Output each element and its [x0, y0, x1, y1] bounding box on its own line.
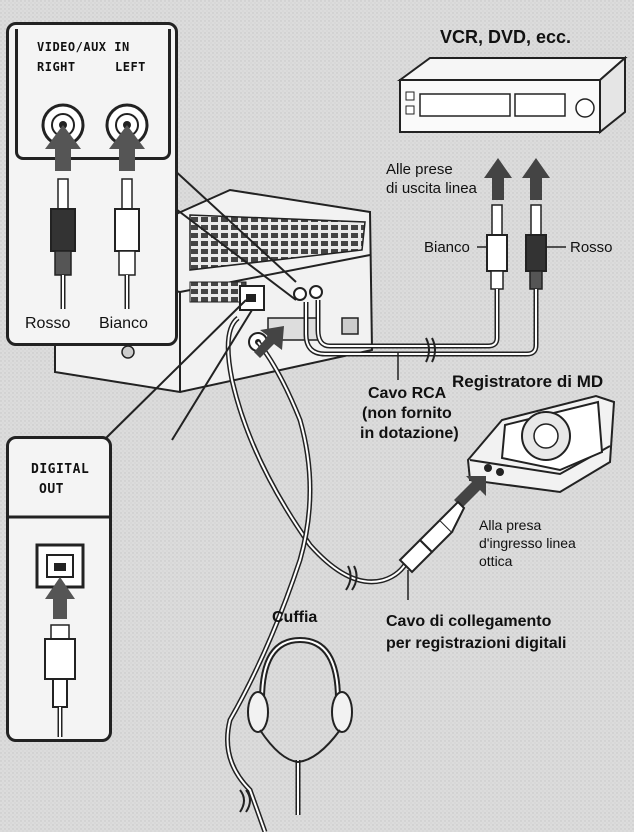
alla-presa-label-line1: Alla presa: [479, 517, 541, 533]
vcr-dvd-label: VCR, DVD, ecc.: [440, 28, 571, 47]
cuffia-label: Cuffia: [272, 608, 317, 627]
cavo-collegamento-label-line1: Cavo di collegamento: [386, 612, 551, 631]
rosso-label: Rosso: [25, 315, 70, 332]
cavo-rca-label-line1: Cavo RCA: [368, 384, 446, 403]
optical-jack-illustration: [9, 439, 109, 739]
bianco-plug-label: Bianco: [424, 239, 470, 256]
cavo-rca-label-line2: (non fornito: [362, 404, 452, 423]
alle-prese-label-line2: di uscita linea: [386, 180, 477, 197]
digital-out-callout: DIGITAL OUT: [6, 436, 112, 742]
vcr-dvd-device: [400, 58, 625, 132]
registratore-md-label: Registratore di MD: [452, 372, 603, 391]
cavo-rca-label-line3: in dotazione): [360, 424, 459, 443]
rosso-plug-label: Rosso: [570, 239, 613, 256]
video-aux-in-callout: VIDEO/AUX IN RIGHT LEFT Rosso Bianco: [6, 22, 178, 346]
rca-jacks-illustration: [9, 25, 175, 343]
alla-presa-label-line2: d'ingresso linea: [479, 535, 576, 551]
alle-prese-label-line1: Alle prese: [386, 161, 453, 178]
bianco-label: Bianco: [99, 315, 148, 332]
alla-presa-label-line3: ottica: [479, 553, 512, 569]
cavo-collegamento-label-line2: per registrazioni digitali: [386, 634, 566, 653]
